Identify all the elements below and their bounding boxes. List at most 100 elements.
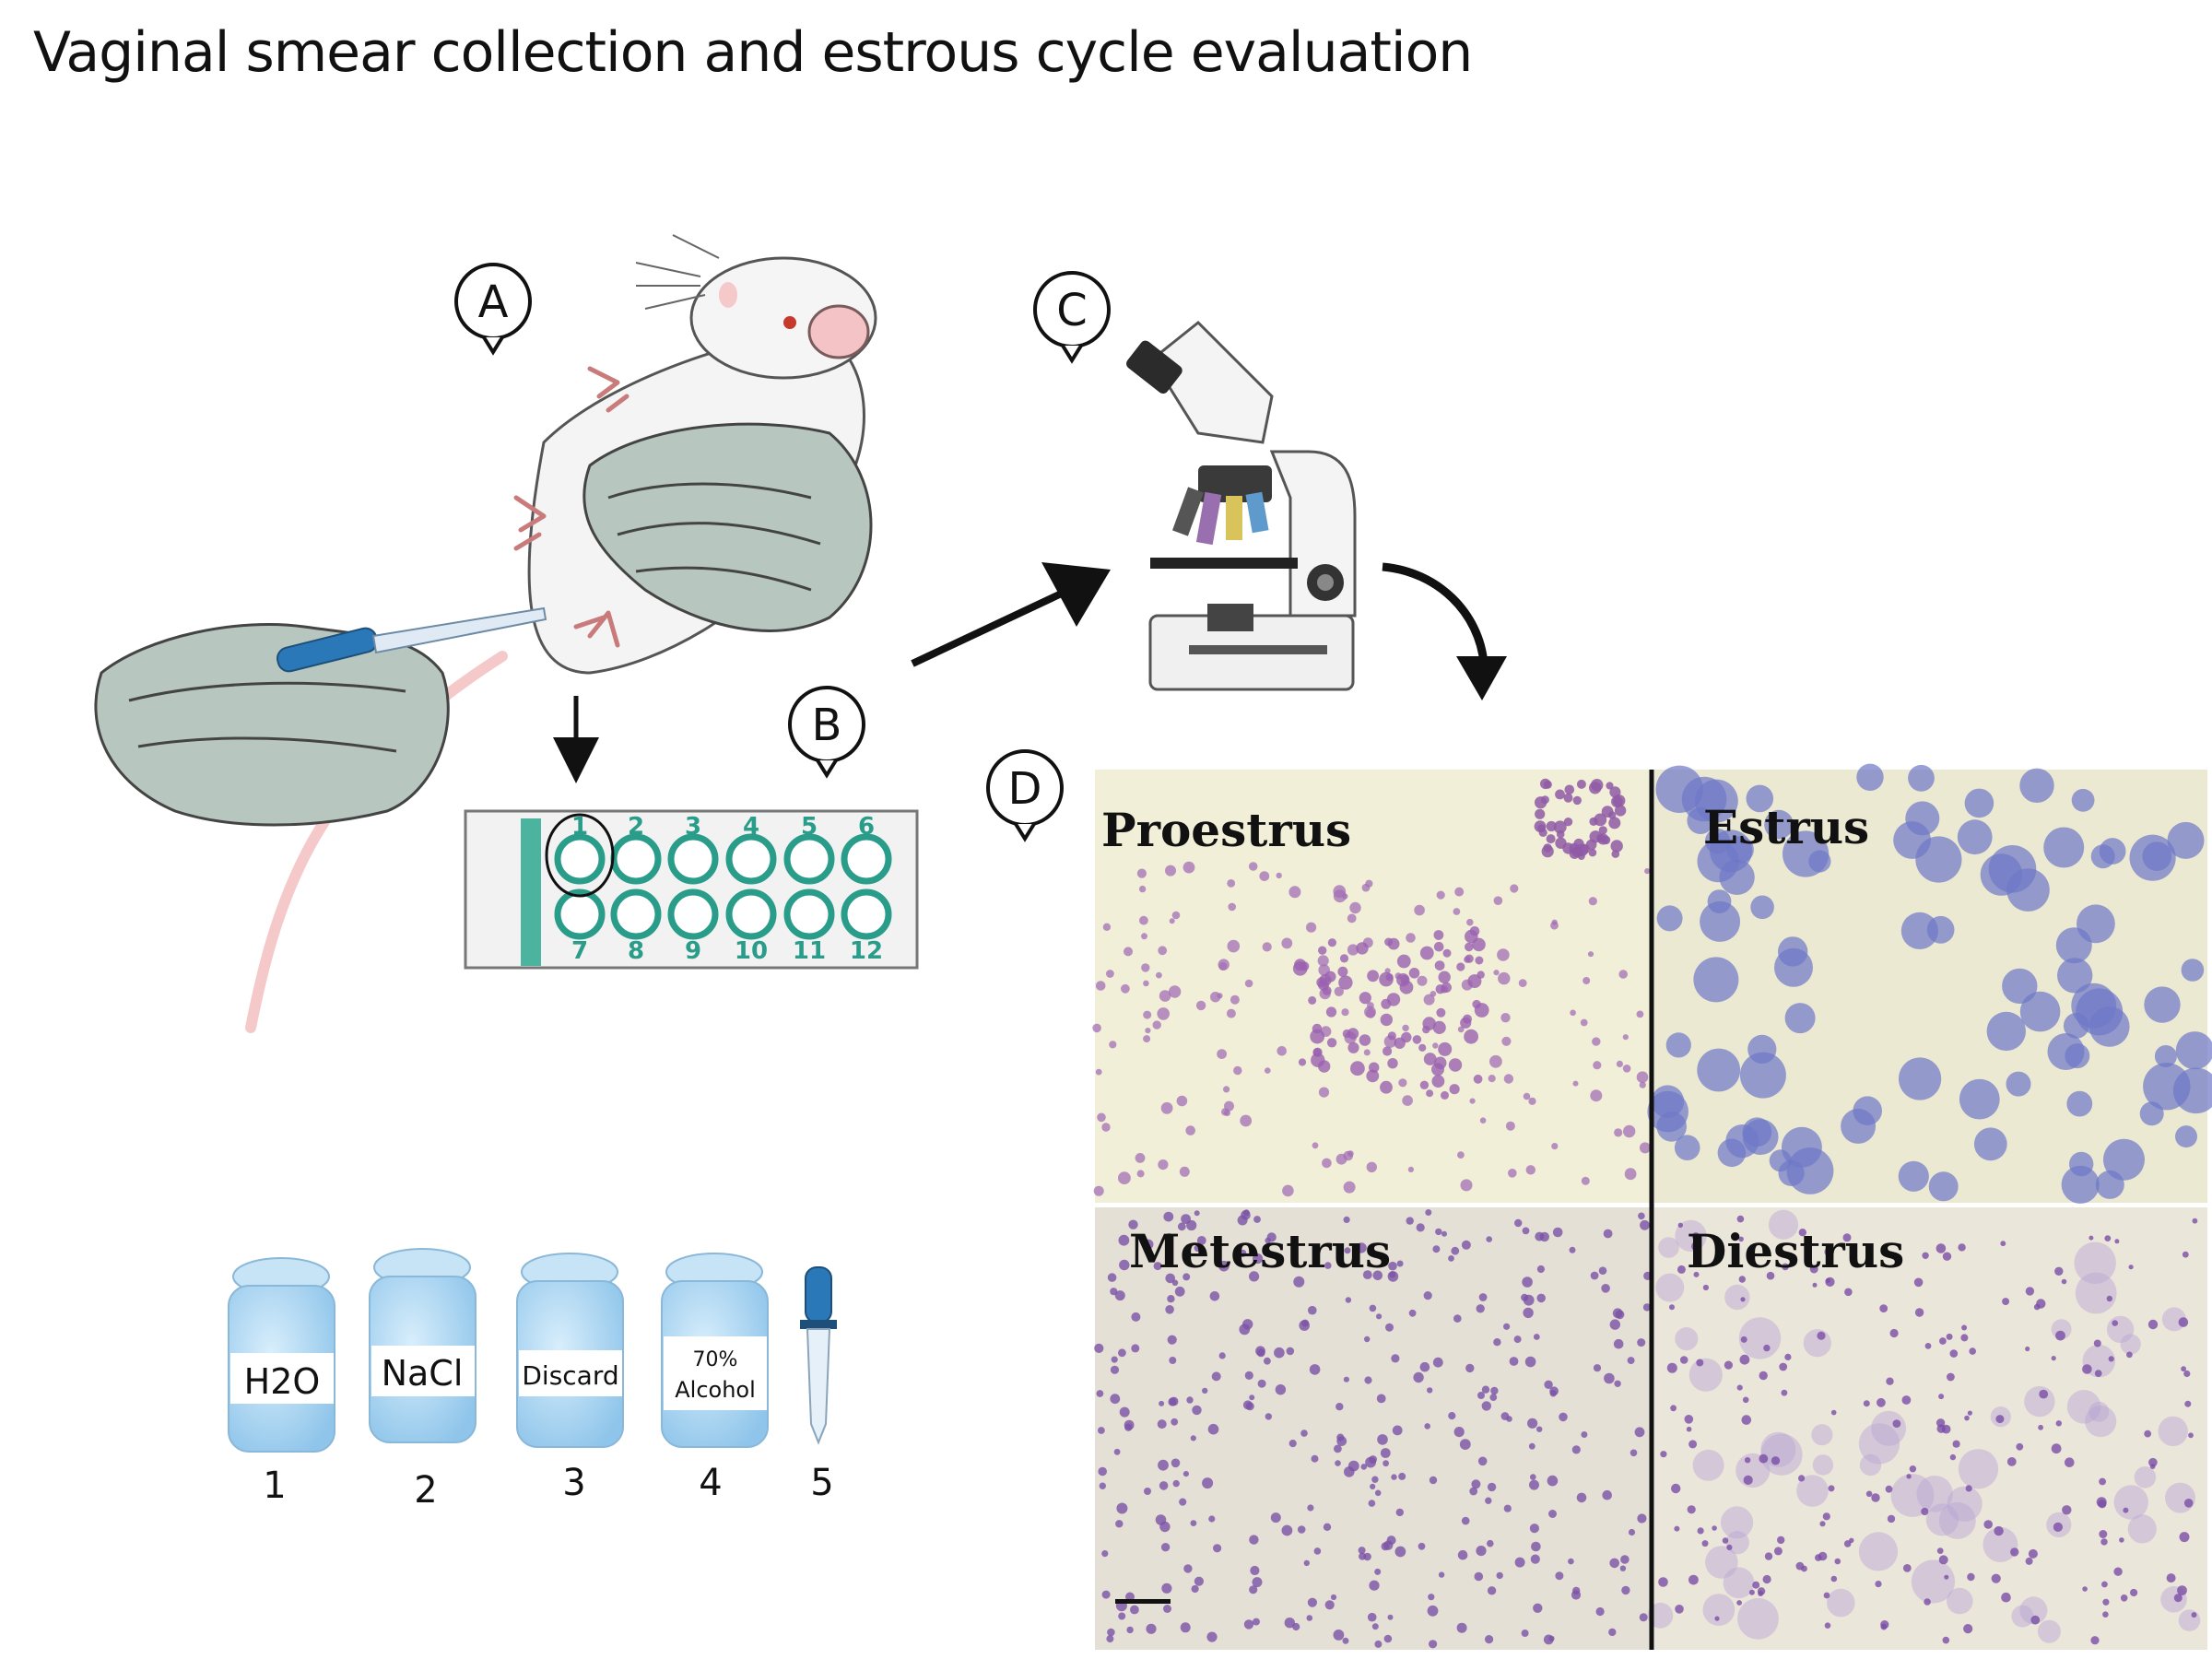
leukocyte-cell <box>1190 1435 1196 1441</box>
epithelial-cell <box>1925 1503 1959 1536</box>
leukocyte-cell <box>1830 1575 1838 1583</box>
leukocyte-cell <box>1110 1394 1121 1405</box>
dropper-number: 5 <box>810 1462 833 1504</box>
jar-h2o: H2O 1 <box>228 1257 335 1507</box>
stained-cell <box>1158 1159 1169 1171</box>
stained-cell <box>1469 1098 1476 1104</box>
leukocyte-cell <box>2099 1477 2107 1486</box>
leukocyte-cell <box>2061 1278 2067 1285</box>
stained-cell <box>1442 948 1452 958</box>
stained-cell <box>1145 1028 1151 1034</box>
leukocyte-cell <box>1487 1482 1497 1492</box>
stained-cell <box>1488 1075 1496 1083</box>
leukocyte-cell <box>1609 1319 1621 1330</box>
leukocyte-cell <box>1947 1372 1955 1382</box>
stained-cell <box>1464 1029 1478 1044</box>
stained-cell <box>1398 1078 1407 1088</box>
leukocyte-cell <box>1547 1475 1559 1487</box>
leukocyte-cell <box>1914 1308 1924 1317</box>
leukocyte-cell <box>1887 1514 1896 1524</box>
epithelial-cell <box>1812 1454 1834 1476</box>
stage-proestrus: Proestrus <box>1101 803 1351 857</box>
stained-cell <box>1546 834 1556 844</box>
leukocyte-cell <box>1533 1603 1543 1614</box>
leukocyte-cell <box>1529 1524 1539 1534</box>
stained-cell <box>1384 937 1394 947</box>
leukocyte-cell <box>1423 1291 1432 1300</box>
stained-cell <box>1347 913 1357 924</box>
leukocyte-cell <box>1119 1259 1130 1271</box>
leukocyte-cell <box>2108 1356 2114 1362</box>
stained-cell <box>1636 1010 1644 1018</box>
leukocyte-cell <box>1398 1472 1406 1480</box>
svg-text:Discard: Discard <box>522 1360 618 1391</box>
stained-cell <box>1248 862 1258 871</box>
stained-cell <box>1143 980 1149 987</box>
stained-cell <box>1449 1084 1460 1095</box>
leukocyte-cell <box>1418 1542 1426 1550</box>
leukocyte-cell <box>2030 1615 2041 1625</box>
leukocyte-cell <box>1438 1571 1445 1578</box>
leukocyte-cell <box>1634 1427 1645 1438</box>
stained-cell <box>1436 890 1445 900</box>
leukocyte-cell <box>1487 1586 1497 1595</box>
well-number: 12 <box>850 937 883 965</box>
leukocyte-cell <box>1489 1394 1498 1401</box>
epithelial-cell <box>1911 1559 1956 1604</box>
leukocyte-cell <box>2062 1505 2072 1515</box>
leukocyte-cell <box>1743 1475 1753 1485</box>
epithelial-cell <box>2075 1272 2117 1314</box>
leukocyte-cell <box>1249 1271 1260 1282</box>
stained-cell <box>1498 971 1511 985</box>
leukocyte-cell <box>1311 1454 1319 1463</box>
cornified-cell <box>2142 841 2172 871</box>
stage-metestrus: Metestrus <box>1129 1224 1391 1278</box>
stained-cell <box>1474 1003 1489 1018</box>
leukocyte-cell <box>1477 1456 1488 1466</box>
leukocyte-cell <box>1448 1412 1456 1420</box>
stained-cell <box>1319 973 1332 987</box>
leukocyte-cell <box>1374 1489 1382 1497</box>
epithelial-cell <box>1760 1433 1803 1476</box>
leukocyte-cell <box>1211 1371 1221 1382</box>
leukocyte-cell <box>1524 1356 1536 1368</box>
leukocyte-cell <box>1798 1475 1806 1482</box>
cornified-cell <box>1784 1003 1816 1034</box>
epithelial-cell <box>1738 1317 1782 1359</box>
stained-cell <box>1176 1095 1188 1107</box>
stained-cell <box>1361 883 1371 892</box>
leukocyte-cell <box>1782 1263 1789 1271</box>
leukocyte-cell <box>1529 1479 1539 1490</box>
stained-cell <box>1359 1034 1371 1046</box>
epithelial-cell <box>2037 1619 2061 1643</box>
leukocyte-cell <box>1576 1492 1587 1503</box>
leukocyte-cell <box>1308 1305 1317 1315</box>
cornified-cell <box>1769 1149 1792 1172</box>
stained-cell <box>1141 933 1147 940</box>
leukocyte-cell <box>2147 1319 2159 1330</box>
leukocyte-cell <box>1967 1410 1972 1416</box>
leukocyte-cell <box>1387 1614 1394 1620</box>
leukocyte-cell <box>1218 1352 1226 1359</box>
leukocyte-cell <box>1286 1347 1295 1356</box>
leukocyte-cell <box>1609 1558 1619 1569</box>
stained-cell <box>1614 805 1627 817</box>
stained-cell <box>1380 1080 1393 1094</box>
page-title: Vaginal smear collection and estrous cyc… <box>33 20 1473 85</box>
leukocyte-cell <box>1593 1364 1602 1372</box>
leukocyte-cell <box>1522 1277 1533 1288</box>
leukocyte-cell <box>2106 1295 2112 1302</box>
well-number: 3 <box>685 813 701 841</box>
stained-cell <box>1228 902 1236 912</box>
leukocyte-cell <box>2025 1346 2030 1352</box>
stained-cell <box>1326 1038 1337 1048</box>
leukocyte-cell <box>2101 1581 2108 1588</box>
leukocyte-cell <box>1347 1460 1359 1472</box>
leukocyte-cell <box>1448 1255 1454 1262</box>
stained-cell <box>1230 994 1240 1005</box>
cornified-cell <box>2066 1090 2093 1117</box>
leukocyte-cell <box>1763 1344 1771 1352</box>
leukocyte-cell <box>1395 1508 1405 1517</box>
stained-cell <box>1441 1090 1449 1100</box>
leukocyte-cell <box>1549 1390 1557 1397</box>
